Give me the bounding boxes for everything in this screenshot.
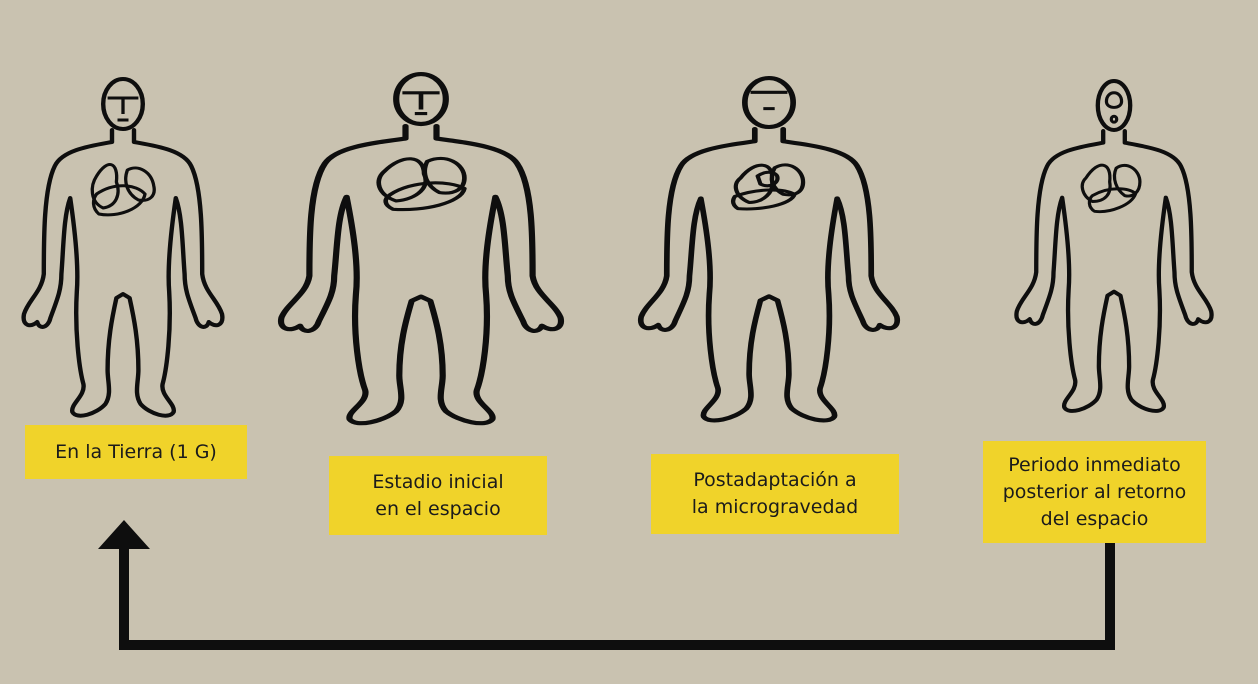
return-arrow-line — [124, 543, 1110, 645]
label-return: Periodo inmediato posterior al retorno d… — [983, 441, 1206, 543]
label-post-adaptation: Postadaptación a la microgravedad — [651, 454, 899, 534]
label-initial-space-text: Estadio inicial en el espacio — [372, 469, 503, 523]
label-earth: En la Tierra (1 G) — [25, 425, 247, 479]
figure-earth — [24, 79, 223, 416]
figure-initial-space — [281, 74, 561, 423]
label-initial-space: Estadio inicial en el espacio — [329, 456, 547, 535]
figure-return — [1016, 81, 1211, 411]
label-post-adaptation-text: Postadaptación a la microgravedad — [692, 467, 858, 521]
label-earth-text: En la Tierra (1 G) — [55, 439, 217, 466]
figure-post-adaptation — [641, 78, 897, 420]
label-return-text: Periodo inmediato posterior al retorno d… — [1003, 452, 1187, 533]
return-arrowhead — [98, 520, 150, 549]
